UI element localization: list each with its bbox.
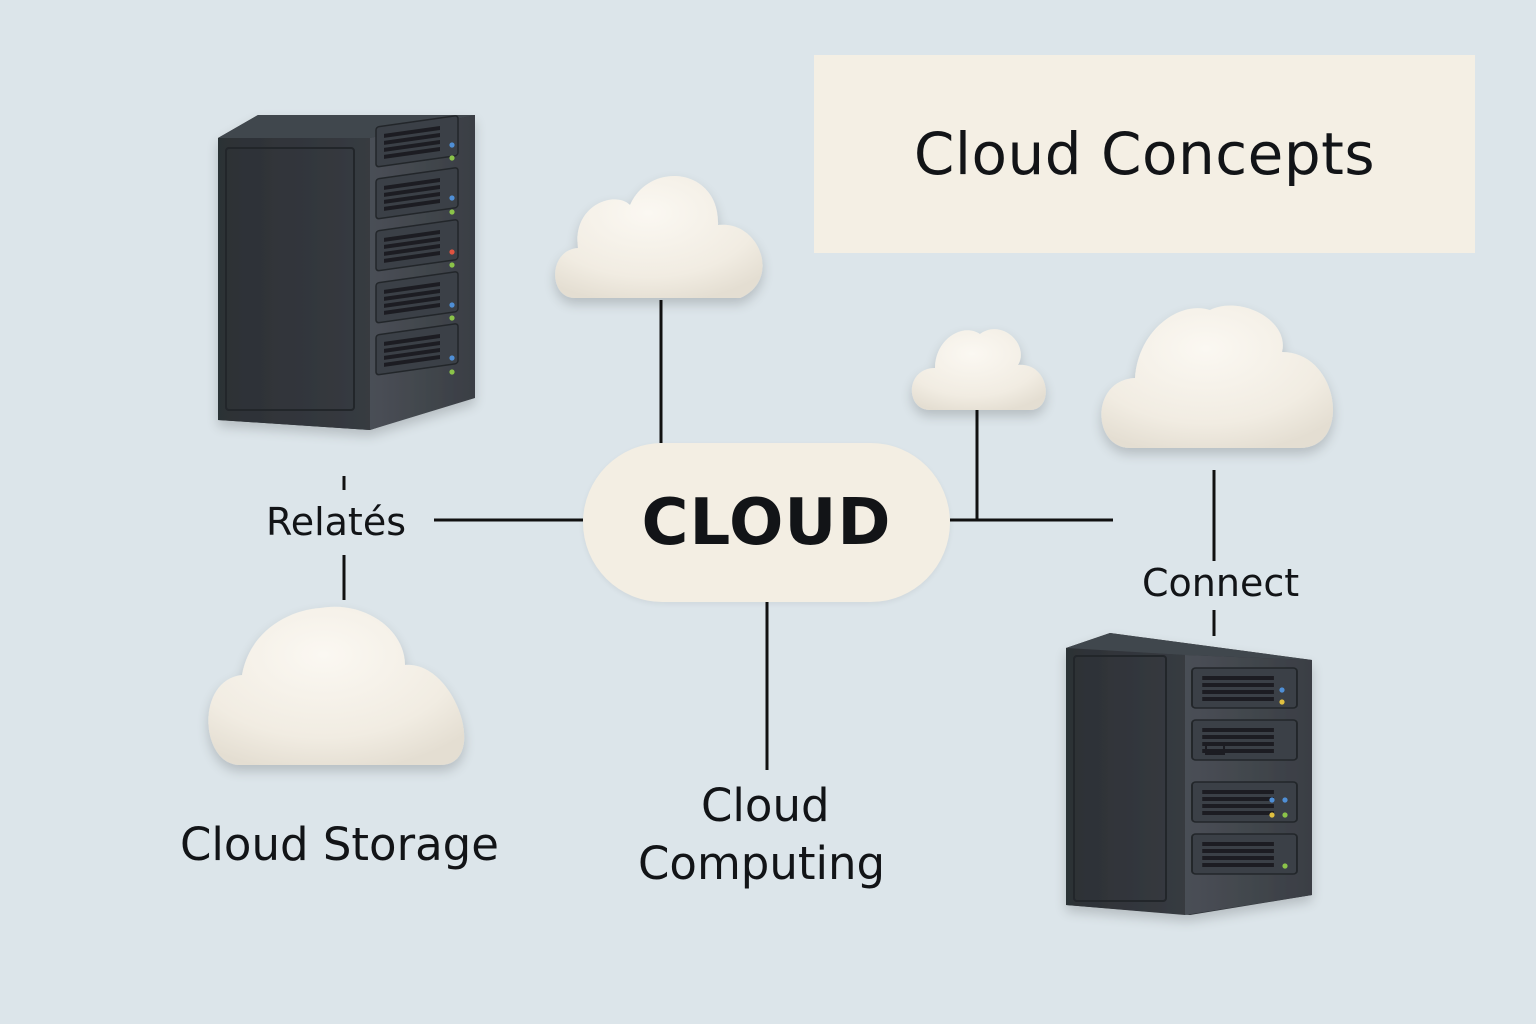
cloud-computing-label-line1: Cloud [701,779,830,832]
cloud-storage-label: Cloud Storage [180,818,499,871]
relates-label: Relatés [262,500,410,544]
storage-cloud-icon [208,606,465,765]
server-tower-icon [1066,633,1312,915]
server-tower-icon [218,114,475,430]
cloud-icon [555,176,763,298]
diagram-title: Cloud Concepts [913,120,1376,188]
status-leds [449,142,455,375]
cloud-computing-label-line2: Computing [638,837,886,890]
connect-label: Connect [1138,561,1304,605]
status-leds [1269,687,1288,869]
center-node: CLOUD [583,443,950,602]
small-cloud-icon [911,329,1046,410]
center-node-label: CLOUD [641,485,892,560]
title-box: Cloud Concepts [814,55,1475,253]
connector-lines [342,300,1216,770]
right-cloud-icon [1101,305,1334,448]
